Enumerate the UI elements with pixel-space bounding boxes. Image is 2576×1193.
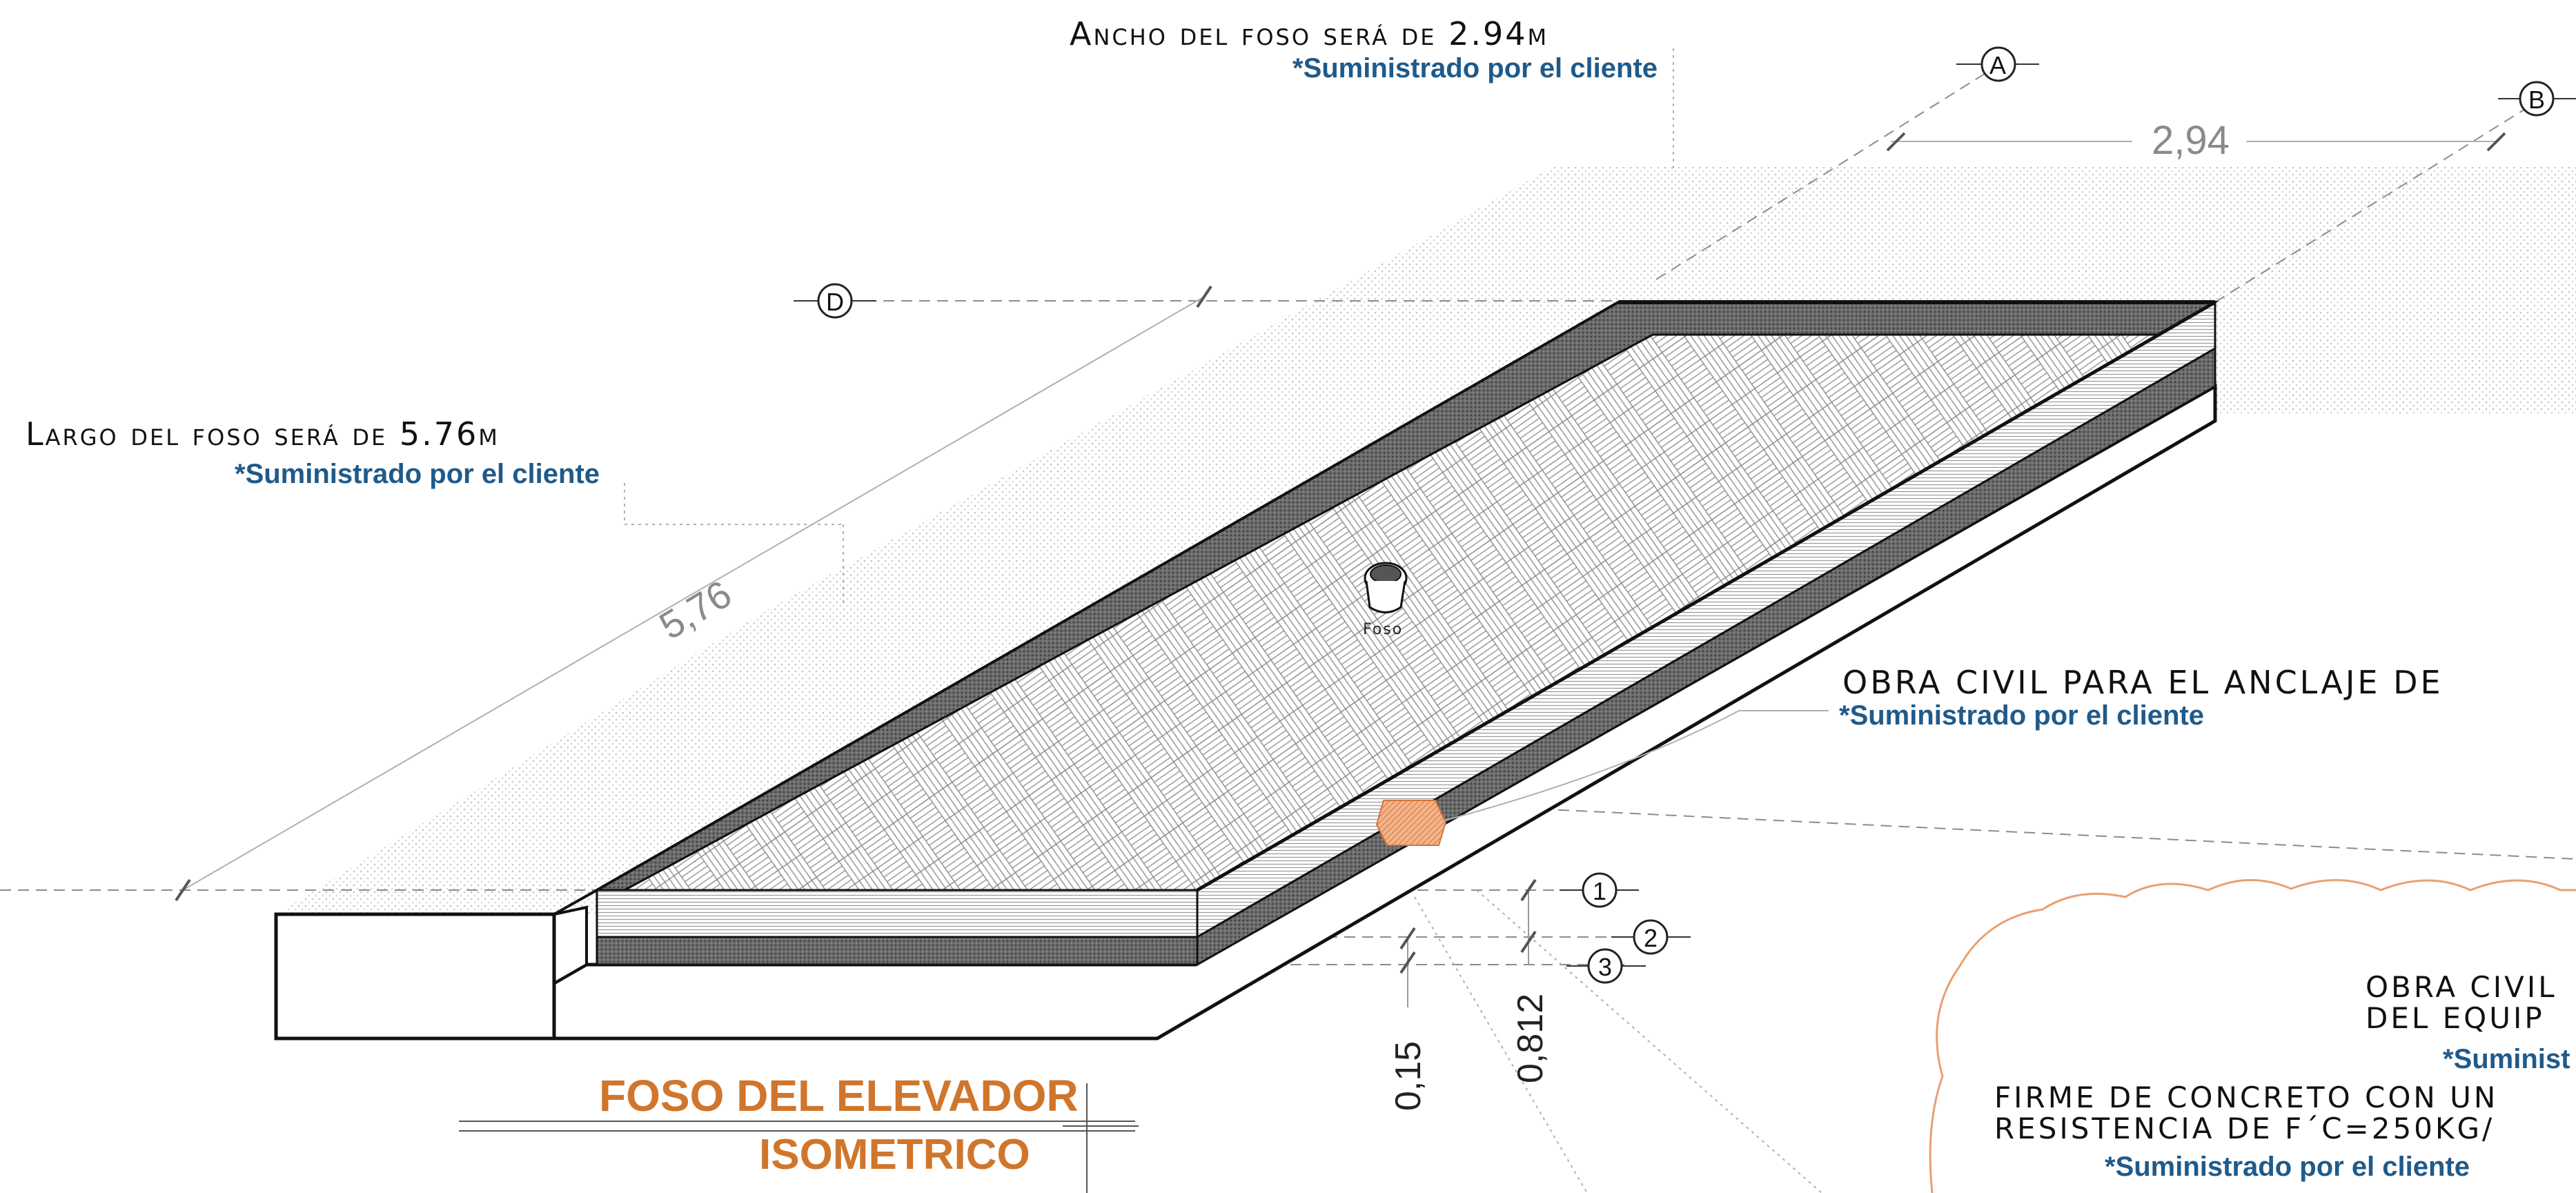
svg-text:D: D	[826, 288, 844, 316]
dimension-depth-label: 0,812	[1511, 994, 1551, 1083]
cloud-line-4: RESISTENCIA DE F´C=250KG/	[1994, 1112, 2495, 1145]
anchor-annotation-note: *Suministrado por el cliente	[1839, 700, 2204, 731]
cloud-note-1: *Suminist	[2443, 1044, 2570, 1074]
anchor-leader	[1442, 710, 1829, 822]
end-block	[274, 912, 556, 1041]
svg-text:2: 2	[1644, 924, 1658, 952]
anchor-marker	[1375, 800, 1447, 846]
dimension-length	[175, 285, 1212, 902]
svg-text:3: 3	[1598, 953, 1612, 981]
cloud-line-1: OBRA CIVIL	[2366, 970, 2557, 1004]
drain-label: Foso	[1363, 621, 1403, 638]
length-annotation-title: Largo del foso será de 5.76m	[26, 415, 500, 453]
svg-text:B: B	[2528, 86, 2545, 114]
dimension-width	[1886, 114, 2506, 162]
drain-icon	[1364, 562, 1408, 613]
width-annotation-title: Ancho del foso será de 2.94m	[1070, 15, 1548, 52]
front-wall-upper	[596, 889, 1199, 938]
revision-cloud	[1929, 879, 2576, 1193]
title-rules	[459, 1083, 1139, 1193]
dimension-width-label: 2,94	[2152, 118, 2230, 163]
title-main: FOSO DEL ELEVADOR	[599, 1071, 1079, 1121]
length-annotation-note: *Suministrado por el cliente	[235, 459, 600, 489]
level-marker-2: 2	[1611, 919, 1691, 955]
level-marker-3: 3	[1566, 948, 1646, 984]
anchor-annotation-title: OBRA CIVIL PARA EL ANCLAJE DE	[1842, 664, 2444, 701]
width-annotation-note: *Suministrado por el cliente	[1292, 53, 1658, 83]
svg-text:A: A	[1989, 51, 2006, 79]
grid-marker-a: A	[1956, 46, 2039, 82]
leader-lines	[624, 48, 1822, 1193]
grid-marker-d: D	[794, 283, 876, 319]
level-marker-1: 1	[1560, 872, 1639, 908]
title-sub: ISOMETRICO	[759, 1131, 1030, 1179]
dimension-vertical	[1399, 878, 1537, 1007]
grid-marker-b: B	[2498, 81, 2576, 117]
front-wall-lower	[596, 936, 1199, 966]
dimension-thickness-label: 0,15	[1388, 1041, 1428, 1111]
svg-text:1: 1	[1593, 877, 1606, 905]
cloud-note-2: *Suministrado por el cliente	[2105, 1152, 2470, 1182]
cloud-line-3: FIRME DE CONCRETO CON UN	[1994, 1081, 2498, 1114]
cloud-line-2: DEL EQUIP	[2366, 1001, 2545, 1035]
